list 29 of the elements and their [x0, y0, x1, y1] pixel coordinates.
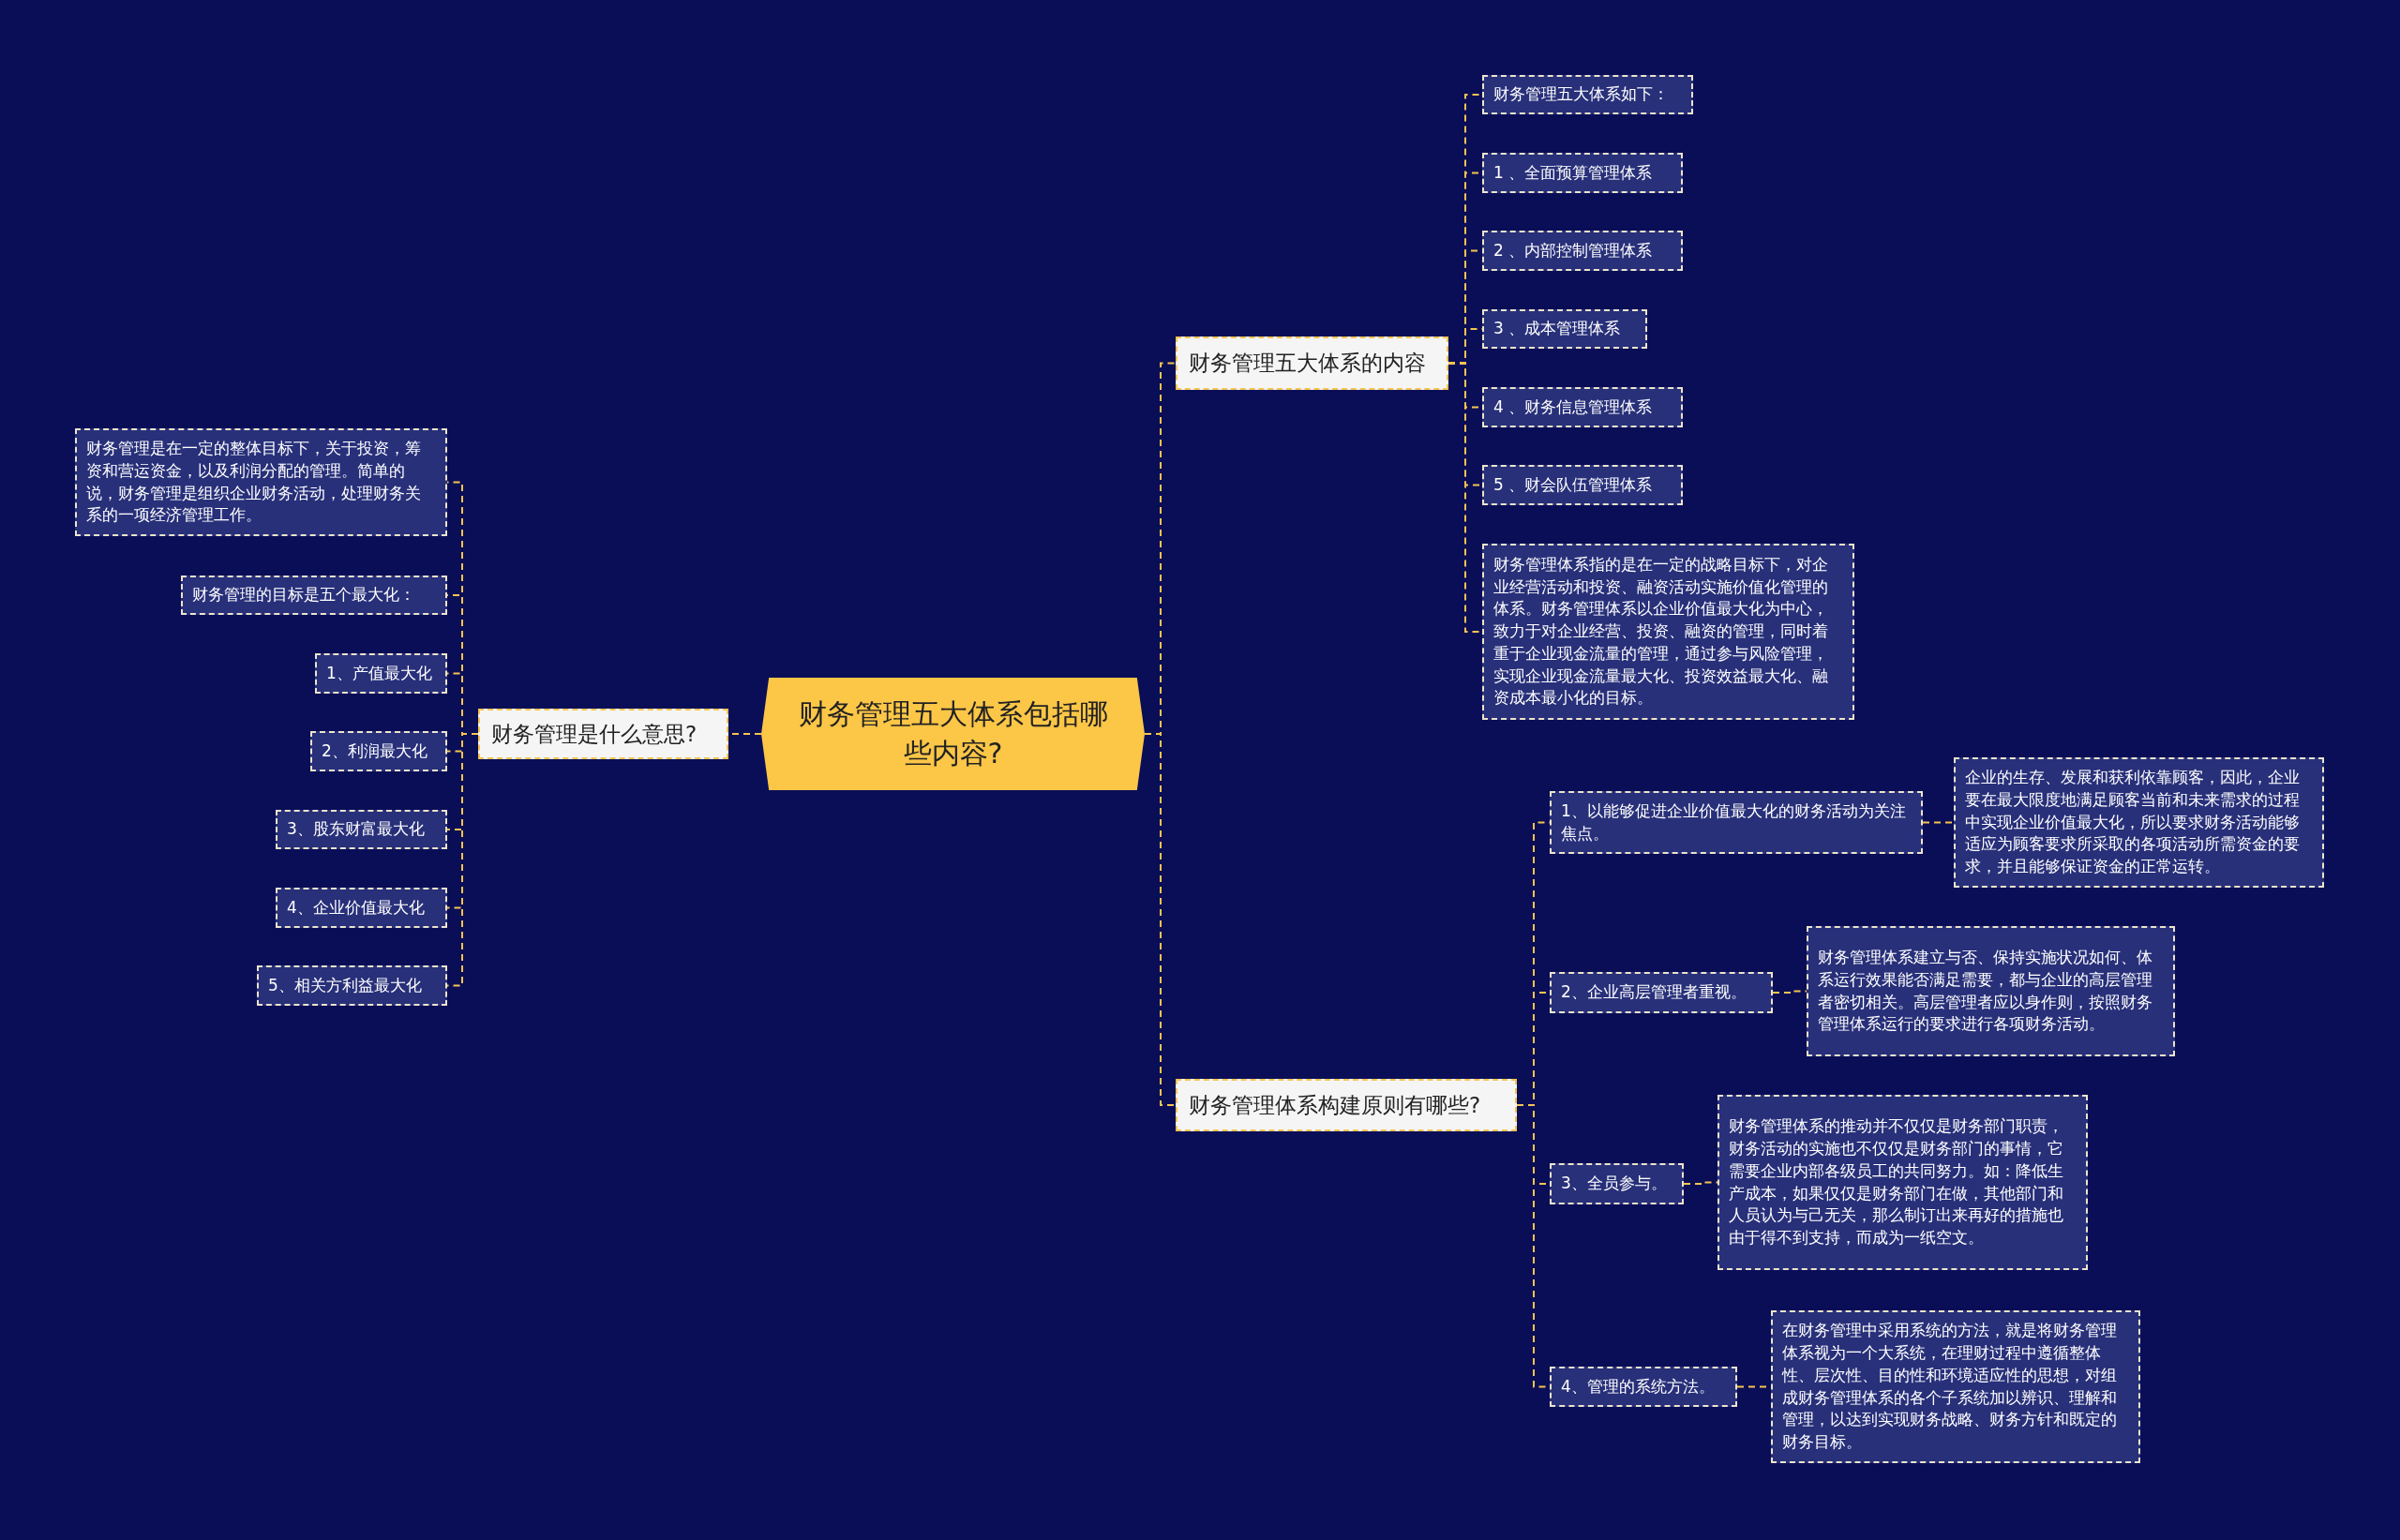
text-box: 财务管理是在一定的整体目标下，关于投资，筹资和营运资金，以及利润分配的管理。简单的说，财务管理是组织企业财务活动，处理财务关系的一项经济管理工作。 — [75, 428, 447, 536]
text-box: 5、相关方利益最大化 — [257, 965, 447, 1006]
topic-text: 财务管理五大体系包括哪些内容? — [797, 696, 1109, 771]
text-box: 财务管理五大体系如下： — [1482, 75, 1693, 114]
text-box: 2、利润最大化 — [310, 731, 447, 771]
text-box: 2、企业高层管理者重视。 — [1550, 972, 1773, 1013]
text-box: 在财务管理中采用系统的方法，就是将财务管理体系视为一个大系统，在理财过程中遵循整体性、层次性、目的性和环境适应性的思想，对组成财务管理体系的各个子系统加以辨识、理解和管理，以达到实现财务战略、财务方针和既定的财务目标。 — [1771, 1310, 2140, 1463]
connector-line — [1922, 821, 1955, 824]
connector-line — [1772, 990, 1808, 994]
text-box: 1 、全面预算管理体系 — [1482, 153, 1683, 193]
text-box: 1、产值最大化 — [315, 653, 447, 694]
text-box: 财务管理的目标是五个最大化： — [181, 576, 447, 615]
text-box: 财务管理体系指的是在一定的战略目标下，对企业经营活动和投资、融资活动实施价值化管理的体系。财务管理体系以企业价值最大化为中心，致力于对企业经营、投资、融资的管理，同时着重于企业现金流量的管理，通过参与风险管理，实现企业现金流量最大化、投资效益最大化、融资成本最小化的目标。 — [1482, 544, 1854, 720]
text-box: 5 、财会队伍管理体系 — [1482, 465, 1683, 505]
text-box: 3、全员参与。 — [1550, 1163, 1684, 1204]
connector-line — [1683, 1181, 1718, 1185]
text-box: 财务管理体系建立与否、保持实施状况如何、体系运行效果能否满足需要，都与企业的高层管理者密切相关。高层管理者应以身作则，按照财务管理体系运行的要求进行各项财务活动。 — [1807, 926, 2175, 1056]
text-box: 1、以能够促进企业价值最大化的财务活动为关注焦点。 — [1550, 791, 1923, 854]
subtopic-box: 财务管理五大体系的内容 — [1176, 336, 1448, 390]
text-box: 3、股东财富最大化 — [276, 810, 447, 849]
text-box: 4、管理的系统方法。 — [1550, 1367, 1737, 1407]
text-box: 4 、财务信息管理体系 — [1482, 387, 1683, 427]
subtopic-box: 财务管理是什么意思? — [478, 709, 728, 759]
text-box: 财务管理体系的推动并不仅仅是财务部门职责，财务活动的实施也不仅仅是财务部门的事情，它需要企业内部各级员工的共同努力。如：降低生产成本，如果仅仅是财务部门在做，其他部门和人员认为与己无关，那么制订出来再好的措施也由于得不到支持，而成为一纸空文。 — [1718, 1095, 2088, 1270]
subtopic-box: 财务管理体系构建原则有哪些? — [1176, 1079, 1517, 1131]
text-box: 3 、成本管理体系 — [1482, 309, 1647, 349]
text-box: 4、企业价值最大化 — [276, 888, 447, 928]
text-box: 2 、内部控制管理体系 — [1482, 231, 1683, 271]
text-box: 企业的生存、发展和获利依靠顾客，因此，企业要在最大限度地满足顾客当前和未来需求的过程中实现企业价值最大化，所以要求财务活动能够适应为顾客要求所采取的各项活动所需资金的要求，并且能够保证资金的正常运转。 — [1954, 757, 2324, 888]
